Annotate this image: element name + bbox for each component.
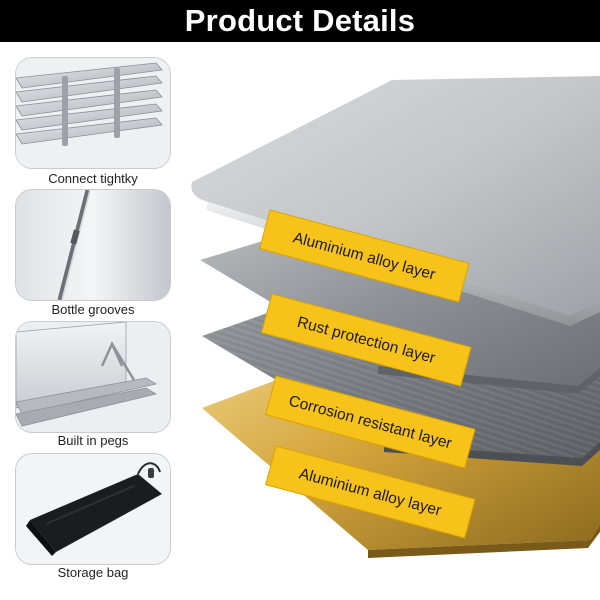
header-bar: Product Details bbox=[0, 0, 600, 42]
hinged-panels-icon bbox=[16, 58, 170, 168]
feature-image-grooves bbox=[16, 190, 170, 300]
feature-caption: Connect tightky bbox=[48, 171, 138, 186]
bottle-groove-icon bbox=[16, 190, 170, 300]
feature-caption: Built in pegs bbox=[57, 433, 129, 448]
feature-image-connect bbox=[16, 58, 170, 168]
layer-stack-illustration: Aluminium alloy layer Rust protection la… bbox=[191, 76, 600, 558]
built-in-pegs-icon bbox=[16, 322, 170, 432]
feature-image-pegs bbox=[16, 322, 170, 432]
storage-bag-icon bbox=[16, 454, 170, 564]
page-title: Product Details bbox=[184, 3, 416, 38]
feature-image-bag bbox=[16, 454, 170, 564]
feature-caption: Storage bag bbox=[57, 565, 129, 580]
feature-caption: Bottle grooves bbox=[51, 302, 135, 317]
